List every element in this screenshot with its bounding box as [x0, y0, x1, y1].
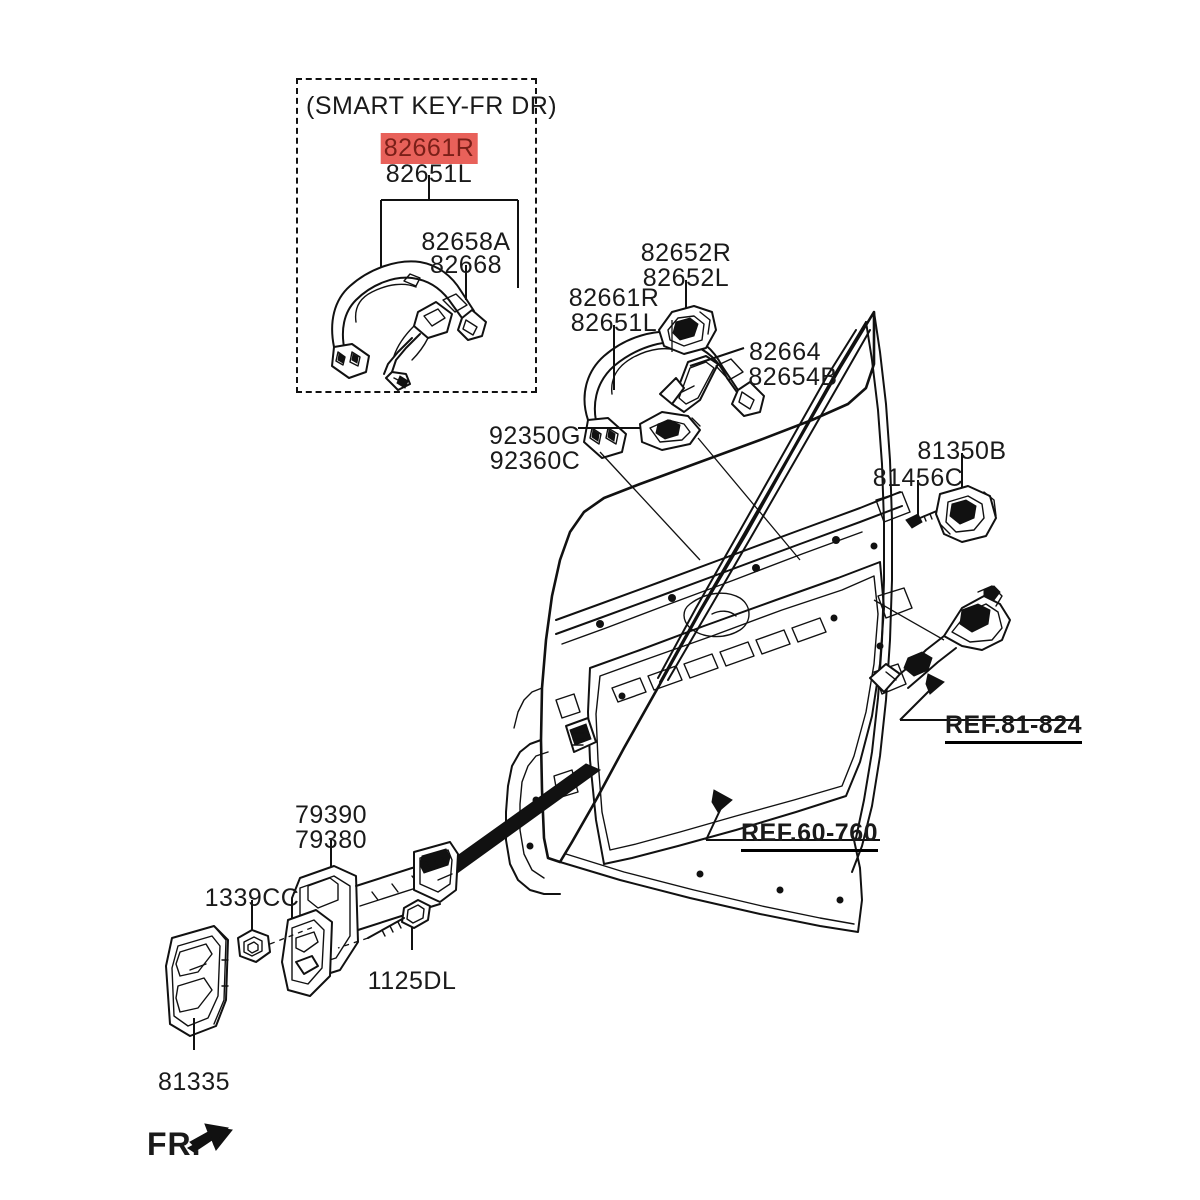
handle-lamp-92350: [578, 411, 801, 561]
door-checker-assembly: [281, 840, 459, 997]
reference-callout-ref-60-760: REF.60-760: [741, 819, 879, 852]
smart-key-handle-assembly: [331, 175, 519, 391]
front-door-panel: [505, 310, 913, 933]
inset-caption: (SMART KEY-FR DR): [306, 92, 558, 120]
handle-cap-82652: [658, 280, 717, 355]
part-label-79380: 79380: [294, 826, 368, 854]
orientation-marker-label: FR.: [147, 1126, 202, 1162]
part-label-82651l: 82651L: [385, 160, 473, 188]
part-label-81335: 81335: [157, 1068, 231, 1096]
door-hinge-81350b: [935, 453, 997, 543]
part-label-82652r: 82652R: [640, 239, 732, 267]
part-label-82652l: 82652L: [642, 264, 730, 292]
lower-hinge-assembly: [869, 585, 1076, 721]
part-label-1339cc: 1339CC: [204, 884, 300, 912]
part-label-1125dl: 1125DL: [367, 967, 457, 995]
part-label-82651l: 82651L: [570, 309, 658, 337]
part-label-92350g: 92350G: [489, 422, 581, 450]
part-label-82661r: 82661R: [380, 133, 478, 164]
fr-direction-arrow: [187, 1123, 233, 1153]
part-label-81456c: 81456C: [872, 464, 964, 492]
checker-nut-1339cc: [237, 900, 317, 963]
smart-key-inset-box: [296, 78, 537, 393]
part-label-82654b: 82654B: [748, 363, 838, 391]
part-label-79390: 79390: [294, 801, 368, 829]
ref-60-760-arrow: [705, 789, 880, 841]
part-label-82661r: 82661R: [568, 284, 660, 312]
part-label-82658a: 82658A: [421, 228, 511, 256]
part-label-82664: 82664: [748, 338, 822, 366]
handle-cover-82664: [659, 347, 745, 413]
part-label-81350b: 81350B: [917, 437, 1007, 465]
part-label-82668: 82668: [429, 251, 503, 279]
part-label-92360c: 92360C: [489, 447, 581, 475]
leader-handle-to-door: [599, 451, 701, 561]
checker-bolt-1125dl: [337, 899, 431, 950]
door-stopper-81335: [165, 925, 229, 1050]
reference-callout-ref-81-824: REF.81-824: [945, 711, 1083, 744]
